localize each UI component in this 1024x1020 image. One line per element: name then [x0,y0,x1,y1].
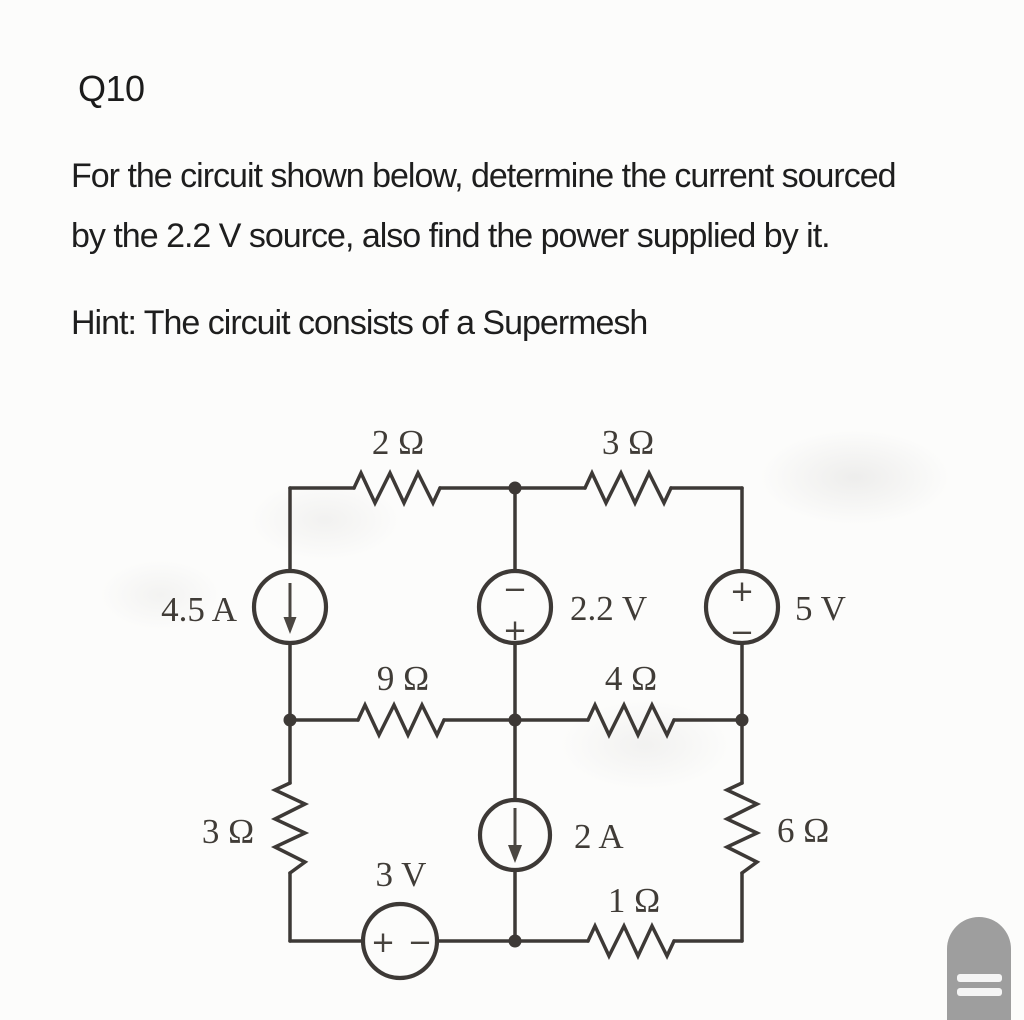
label-resistor-3ohm-left: 3 Ω [202,812,254,851]
resistor-3ohm-left-icon [270,781,310,875]
label-source-4p5A: 4.5 A [161,590,238,629]
resistor-2ohm-icon [352,468,442,508]
node-dot [508,481,522,495]
menu-lines-icon [957,974,1002,982]
current-source-2A-icon [477,797,553,873]
node-dot [508,934,522,948]
question-text-line2: by the 2.2 V source, also find the power… [71,217,831,255]
label-resistor-4ohm: 4 Ω [605,659,657,698]
label-resistor-6ohm: 6 Ω [777,811,829,850]
menu-lines-icon [957,988,1002,996]
hint-text: Hint: The circuit consists of a Supermes… [71,304,648,342]
resistor-9ohm-icon [356,700,446,740]
node-dot [735,713,749,727]
node-dot [508,713,522,727]
minus-sign: − [408,925,432,959]
plus-sign: + [730,574,754,608]
label-source-3V: 3 V [376,855,427,894]
circuit-wires [288,486,744,943]
question-number: Q10 [78,68,145,109]
label-resistor-3ohm-top: 3 Ω [602,423,654,462]
question-text-line1: For the circuit shown below, determine t… [71,157,897,195]
resistor-3ohm-top-icon [583,468,673,508]
minus-sign: − [730,615,754,649]
voltage-source-3V-icon: + − [360,901,440,981]
voltage-source-5V-icon: + − [703,568,781,649]
voltage-source-2p2V-icon: − + [476,568,554,647]
plus-sign: + [503,613,527,647]
menu-handle-button[interactable] [947,917,1011,1020]
label-resistor-2ohm: 2 Ω [372,423,424,462]
label-source-2A: 2 A [574,817,624,856]
label-source-5V: 5 V [795,589,846,628]
resistor-6ohm-icon [722,781,762,875]
node-dot [283,713,297,727]
label-source-2p2V: 2.2 V [570,589,647,628]
current-source-4p5A-icon [251,568,329,646]
minus-sign: − [503,572,527,606]
resistor-4ohm-icon [586,700,676,740]
resistor-1ohm-icon [586,921,676,961]
label-resistor-9ohm: 9 Ω [377,659,429,698]
label-resistor-1ohm: 1 Ω [608,881,660,920]
plus-sign: + [371,925,395,959]
